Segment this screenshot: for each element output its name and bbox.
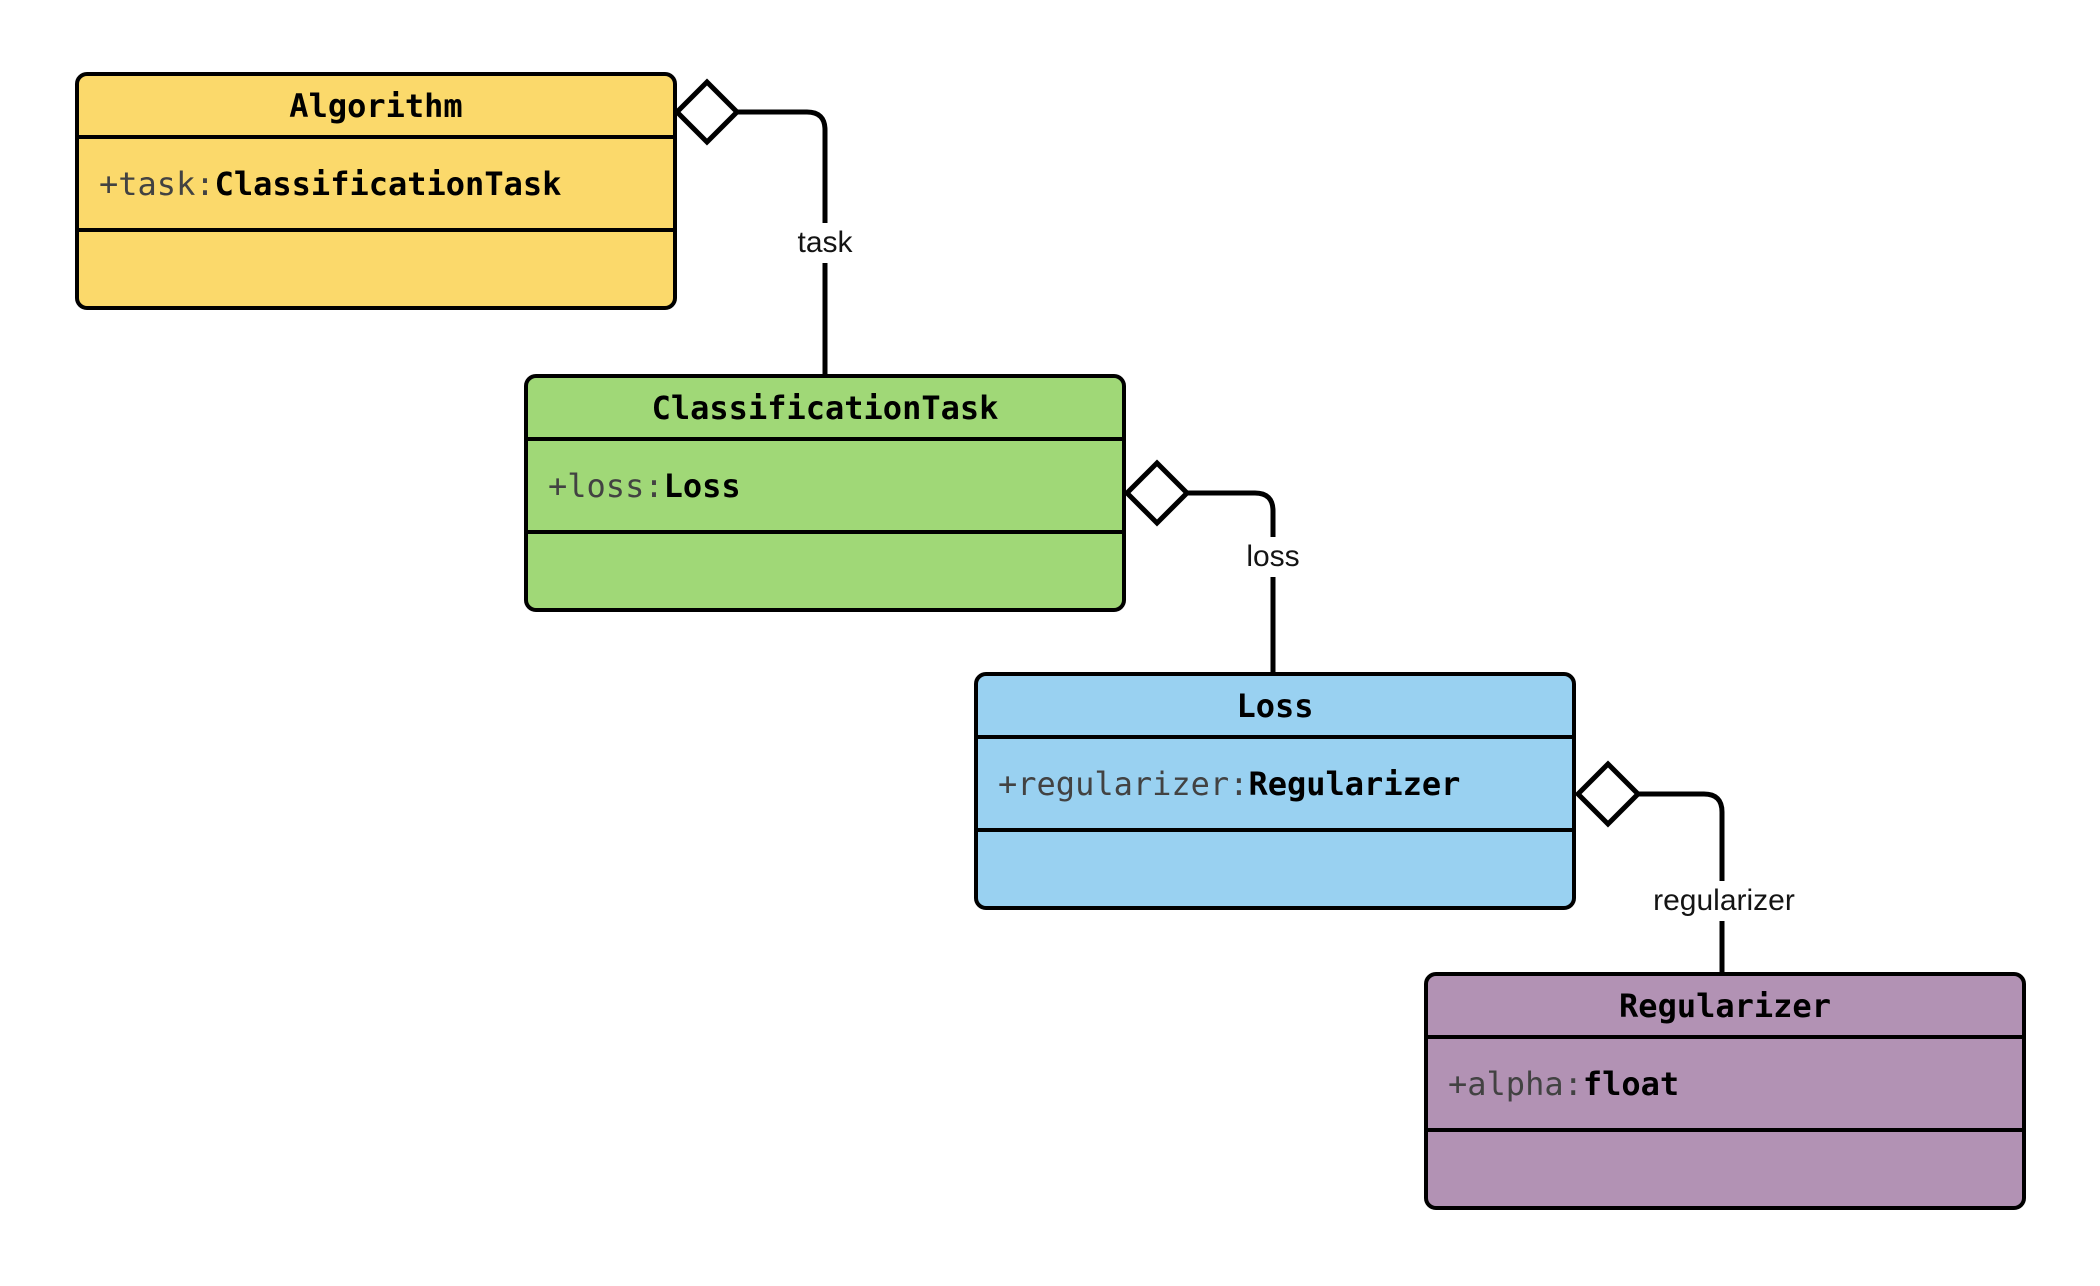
aggregation-diamond-task-icon [673, 78, 741, 146]
attr-type: ClassificationTask [214, 164, 562, 203]
class-methods-compartment-empty [528, 534, 1122, 608]
class-title-loss: Loss [978, 676, 1572, 739]
attr-name: loss [567, 466, 645, 505]
edge-regularizer [1638, 791, 1725, 972]
class-methods-compartment-empty [1428, 1132, 2022, 1206]
attr-visibility: + [998, 764, 1018, 803]
class-title-algorithm: Algorithm [79, 76, 673, 139]
aggregation-diamond-loss-icon [1123, 459, 1191, 527]
class-methods-compartment-empty [978, 832, 1572, 906]
aggregation-diamond-regularizer-icon [1574, 760, 1642, 828]
attr-name: regularizer [1017, 764, 1230, 803]
class-attributes-regularizer: + alpha: float [1428, 1039, 2022, 1132]
attr-visibility: + [548, 466, 568, 505]
class-title-regularizer: Regularizer [1428, 976, 2022, 1039]
attr-visibility: + [1448, 1064, 1468, 1103]
class-box-regularizer: Regularizer + alpha: float [1424, 972, 2026, 1210]
attr-name: alpha [1467, 1064, 1564, 1103]
class-attributes-loss: + regularizer: Regularizer [978, 739, 1572, 832]
class-box-classificationtask: ClassificationTask + loss: Loss [524, 374, 1126, 612]
class-box-loss: Loss + regularizer: Regularizer [974, 672, 1576, 910]
attr-separator: : [1563, 1064, 1583, 1103]
class-methods-compartment-empty [79, 232, 673, 306]
attr-visibility: + [99, 164, 119, 203]
relation-label-task: task [788, 223, 862, 263]
attr-name: task [118, 164, 196, 203]
relation-label-regularizer: regularizer [1644, 881, 1804, 921]
attr-separator: : [195, 164, 215, 203]
class-box-algorithm: Algorithm + task: ClassificationTask [75, 72, 677, 310]
relation-label-loss: loss [1237, 537, 1309, 577]
attr-separator: : [1229, 764, 1249, 803]
attr-type: float [1582, 1064, 1680, 1103]
class-attributes-classificationtask: + loss: Loss [528, 441, 1122, 534]
class-title-classificationtask: ClassificationTask [528, 378, 1122, 441]
edge-loss [1187, 490, 1276, 672]
attr-type: Loss [663, 466, 741, 505]
edge-task [737, 109, 828, 374]
class-attributes-algorithm: + task: ClassificationTask [79, 139, 673, 232]
attr-type: Regularizer [1248, 764, 1461, 803]
attr-separator: : [644, 466, 664, 505]
